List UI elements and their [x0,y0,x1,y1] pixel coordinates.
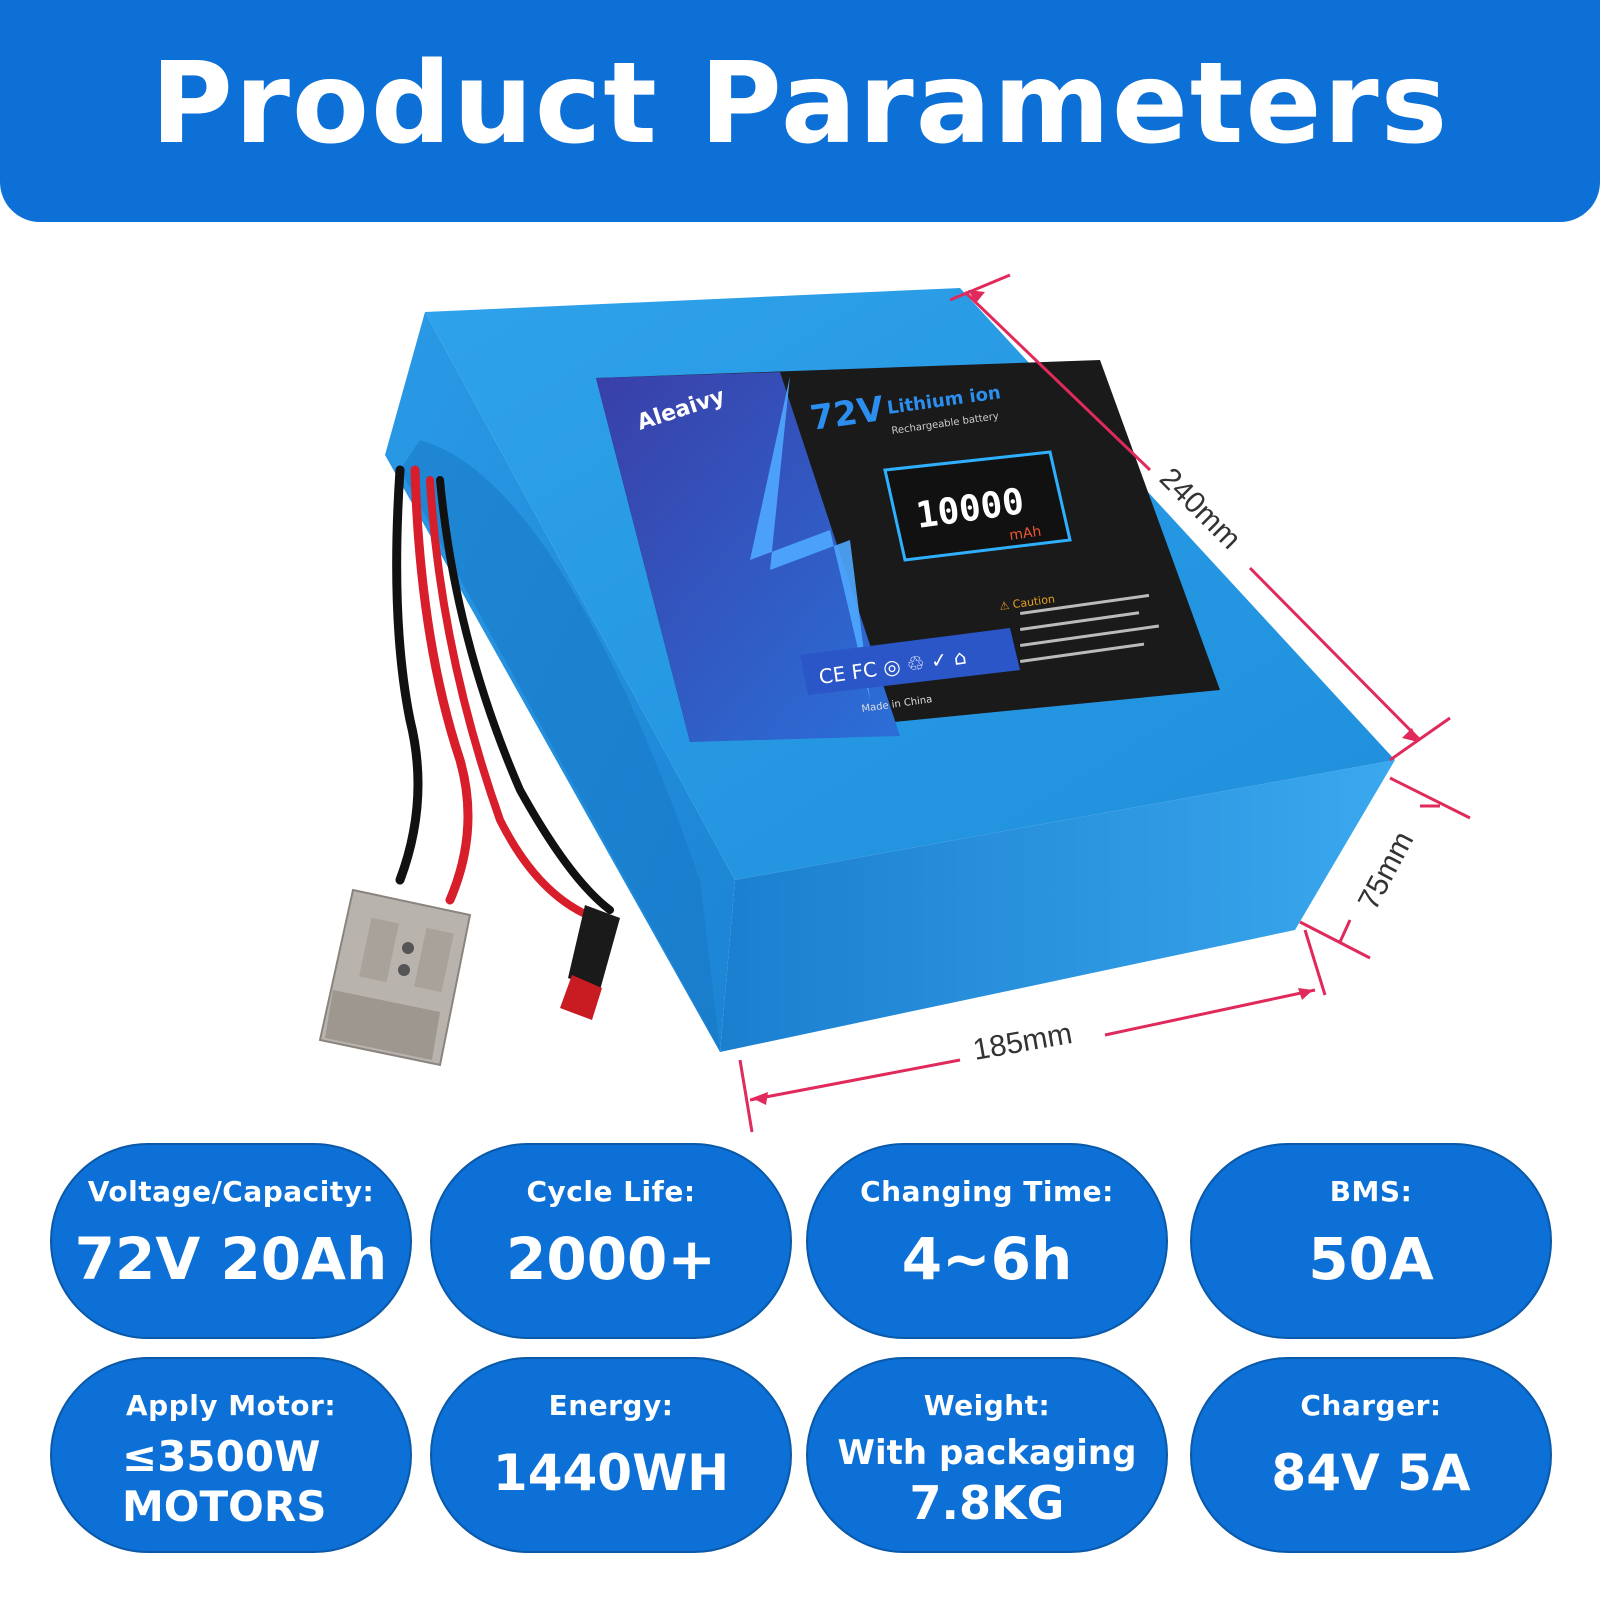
label-capacity-unit: mAh [1008,524,1042,544]
spec-value: 1440WH [492,1444,730,1502]
spec-card-charging-time: Changing Time: 4~6h [806,1143,1168,1339]
spec-card-voltage-capacity: Voltage/Capacity: 72V 20Ah [50,1143,412,1339]
spec-value: 2000+ [505,1225,717,1293]
spec-card-bms: BMS: 50A [1190,1143,1552,1339]
spec-card-apply-motor: Apply Motor: ≤3500W MOTORS [50,1357,412,1553]
spec-card-energy: Energy: 1440WH [430,1357,792,1553]
spec-card-charger: Charger: 84V 5A [1190,1357,1552,1553]
battery-cables [392,465,614,924]
spec-title: Charger: [1300,1389,1442,1422]
spec-title: Cycle Life: [526,1175,696,1208]
spec-card-weight: Weight: With packaging 7.8KG [806,1357,1168,1553]
header-banner: Product Parameters [0,0,1600,222]
small-connector [560,905,620,1020]
anderson-connector [318,888,472,1067]
dim-width-label: 185mm [970,1017,1074,1067]
spec-title: Energy: [548,1389,674,1422]
spec-title: Changing Time: [860,1175,1114,1208]
spec-title: Weight: [923,1389,1051,1422]
spec-title: BMS: [1329,1175,1413,1208]
spec-value-line2: MOTORS [122,1482,327,1531]
spec-value: 50A [1308,1225,1434,1293]
product-image: Aleaivy 72V Lithium ion Rechargeable bat… [0,222,1600,1142]
dim-height-label: 75mm [1352,826,1420,915]
dim-240-line-a [963,290,1152,472]
lightning-icon [750,376,870,700]
battery-front-face [720,760,1395,1052]
spec-value-line1: With packaging [837,1433,1137,1473]
spec-title: Apply Motor: [125,1389,337,1422]
spec-card-cycle-life: Cycle Life: 2000+ [430,1143,792,1339]
battery-label: Aleaivy 72V Lithium ion Rechargeable bat… [596,360,1220,742]
spec-value: 72V 20Ah [74,1225,388,1293]
spec-value: 84V 5A [1271,1444,1471,1502]
spec-value-line2: 7.8KG [909,1476,1065,1530]
page-title: Product Parameters [150,39,1450,169]
battery-illustration: Aleaivy 72V Lithium ion Rechargeable bat… [318,273,1471,1133]
spec-value-line1: ≤3500W [122,1432,321,1481]
dimension-lines [738,273,1471,1133]
spec-value: 4~6h [901,1225,1073,1293]
spec-title: Voltage/Capacity: [87,1175,375,1208]
